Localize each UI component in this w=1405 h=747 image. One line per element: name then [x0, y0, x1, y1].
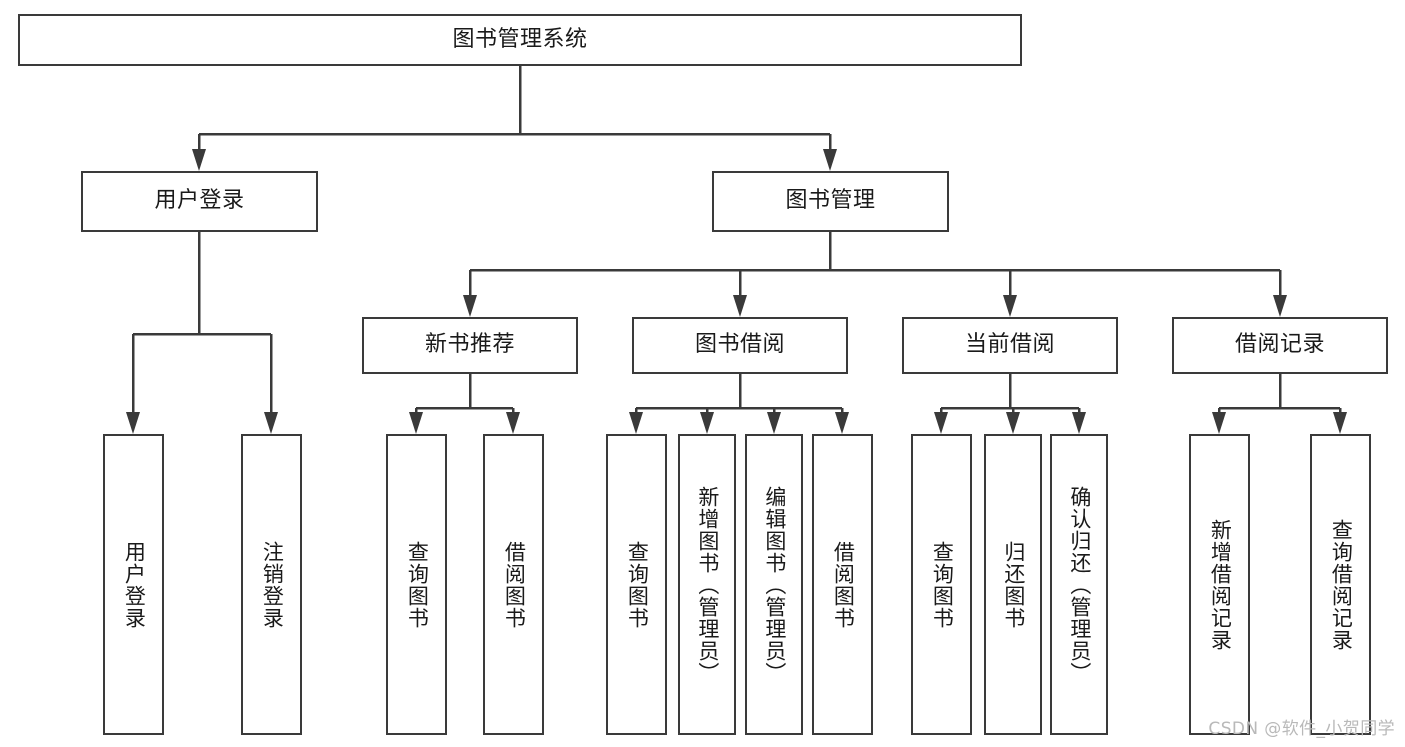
node-leaf-user-login[interactable]: 用户登录 [103, 434, 164, 735]
connector-arrow-book-manage-to-level2-3 [1273, 295, 1287, 317]
node-label: 图书管理 [785, 188, 876, 214]
node-leaf-borrow-book-2[interactable]: 借阅图书 [812, 434, 873, 735]
node-leaf-confirm-return[interactable]: 确认归还（管理员） [1050, 434, 1108, 735]
node-label: 新书推荐 [424, 332, 515, 358]
node-label: 查询图书 [930, 540, 955, 629]
node-user-login[interactable]: 用户登录 [81, 171, 318, 232]
node-label: 新增借阅记录 [1208, 518, 1233, 651]
node-label: 查询图书 [625, 540, 650, 629]
connector-arrow-current-borrow-to-leaves-1 [1006, 412, 1020, 434]
connector-arrow-book-borrow-to-leaves-0 [629, 412, 643, 434]
node-label: 用户登录 [154, 188, 245, 214]
node-borrow-record[interactable]: 借阅记录 [1172, 317, 1388, 374]
node-new-book-recommend[interactable]: 新书推荐 [362, 317, 578, 374]
node-label: 编辑图书（管理员） [762, 485, 787, 684]
node-leaf-query-book-1[interactable]: 查询图书 [386, 434, 447, 735]
node-leaf-query-record[interactable]: 查询借阅记录 [1310, 434, 1371, 735]
connector-arrow-root-to-level1-0 [192, 149, 206, 171]
node-leaf-user-logout[interactable]: 注销登录 [241, 434, 302, 735]
connector-arrow-book-borrow-to-leaves-2 [767, 412, 781, 434]
connector-arrow-current-borrow-to-leaves-2 [1072, 412, 1086, 434]
node-label: 当前借阅 [964, 332, 1055, 358]
node-label: 查询借阅记录 [1329, 518, 1354, 651]
node-leaf-add-record[interactable]: 新增借阅记录 [1189, 434, 1250, 735]
connector-arrow-book-manage-to-level2-2 [1003, 295, 1017, 317]
node-leaf-query-book-3[interactable]: 查询图书 [911, 434, 972, 735]
connector-arrow-book-borrow-to-leaves-1 [700, 412, 714, 434]
node-label: 注销登录 [260, 540, 285, 629]
connector-arrow-book-manage-to-level2-0 [463, 295, 477, 317]
node-root[interactable]: 图书管理系统 [18, 14, 1022, 66]
node-label: 图书管理系统 [452, 26, 588, 52]
connector-arrow-new-book-to-leaves-1 [506, 412, 520, 434]
node-label: 查询图书 [405, 540, 430, 629]
connector-arrow-user-login-to-leaves-1 [264, 412, 278, 434]
connector-arrow-user-login-to-leaves-0 [126, 412, 140, 434]
node-label: 确认归还（管理员） [1067, 485, 1092, 684]
node-label: 借阅图书 [831, 540, 856, 629]
node-label: 借阅记录 [1234, 332, 1325, 358]
node-leaf-borrow-book-1[interactable]: 借阅图书 [483, 434, 544, 735]
node-label: 用户登录 [122, 540, 147, 629]
node-leaf-return-book[interactable]: 归还图书 [984, 434, 1042, 735]
node-book-manage[interactable]: 图书管理 [712, 171, 949, 232]
node-label: 新增图书（管理员） [695, 485, 720, 684]
connector-arrow-root-to-level1-1 [823, 149, 837, 171]
connector-arrow-book-manage-to-level2-1 [733, 295, 747, 317]
connector-arrow-borrow-record-to-leaves-1 [1333, 412, 1347, 434]
node-label: 借阅图书 [502, 540, 527, 629]
node-leaf-add-book[interactable]: 新增图书（管理员） [678, 434, 736, 735]
connector-arrow-current-borrow-to-leaves-0 [934, 412, 948, 434]
node-label: 图书借阅 [694, 332, 785, 358]
connector-arrow-borrow-record-to-leaves-0 [1212, 412, 1226, 434]
connector-arrow-book-borrow-to-leaves-3 [835, 412, 849, 434]
node-book-borrow[interactable]: 图书借阅 [632, 317, 848, 374]
node-current-borrow[interactable]: 当前借阅 [902, 317, 1118, 374]
node-label: 归还图书 [1001, 540, 1026, 629]
connector-arrow-new-book-to-leaves-0 [409, 412, 423, 434]
node-leaf-edit-book[interactable]: 编辑图书（管理员） [745, 434, 803, 735]
node-leaf-query-book-2[interactable]: 查询图书 [606, 434, 667, 735]
